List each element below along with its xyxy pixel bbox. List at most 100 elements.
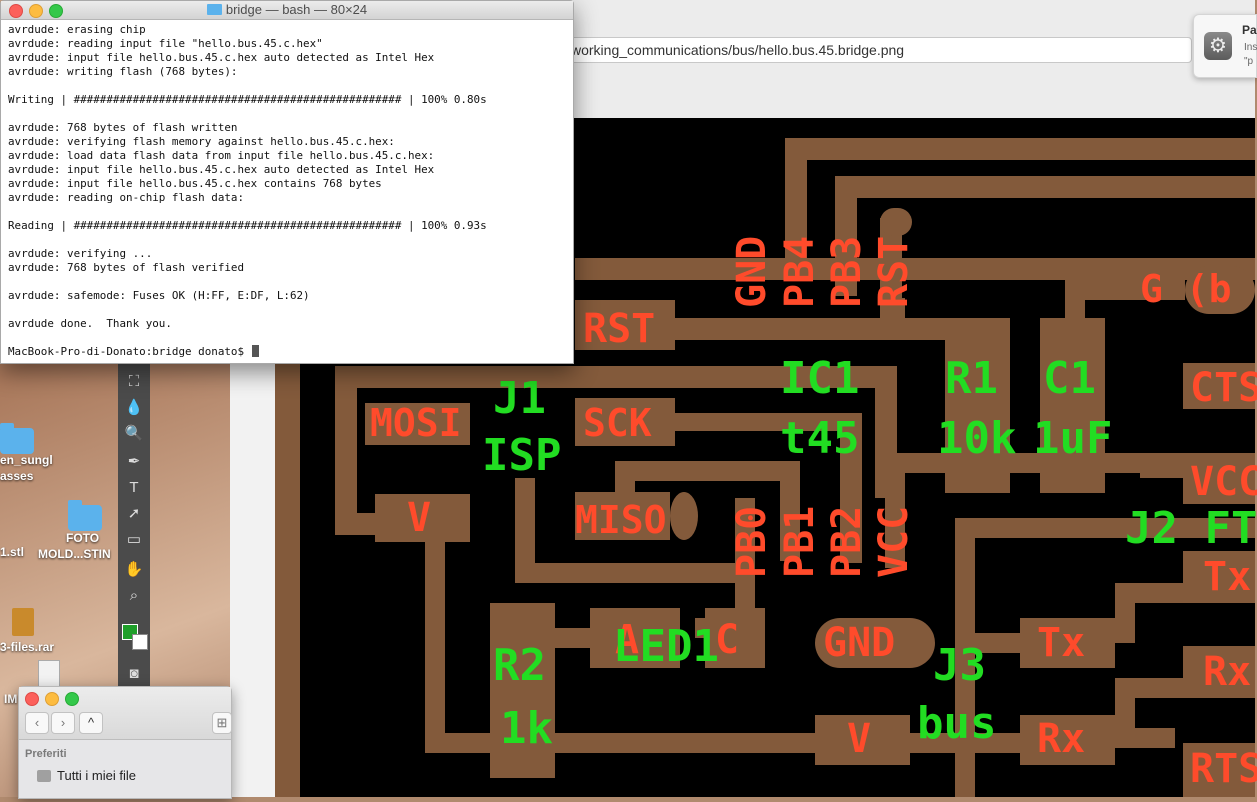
label-j1: J1 xyxy=(493,373,546,424)
notification-text: Ins xyxy=(1244,42,1257,53)
label-r1: R1 xyxy=(945,353,998,404)
pad-v-left xyxy=(375,494,470,542)
notification-text-2: "p xyxy=(1244,56,1254,67)
dxf-file-icon[interactable] xyxy=(38,660,60,688)
desktop-item-label[interactable]: MOLD...STIN xyxy=(38,547,111,561)
label-j3: J3 xyxy=(933,640,986,691)
label-pb0: PB0 xyxy=(729,506,775,578)
blur-icon[interactable]: 💧 xyxy=(124,399,144,416)
pad-r2 xyxy=(490,603,555,778)
label-pb3: PB3 xyxy=(824,236,870,308)
label-miso: MISO xyxy=(575,498,667,542)
terminal-line: avrdude: input file hello.bus.45.c.hex c… xyxy=(8,177,382,190)
forward-button[interactable]: › xyxy=(51,712,75,734)
folder-icon xyxy=(206,4,222,15)
label-gnd-top: GND xyxy=(729,236,775,308)
quick-mask-icon[interactable]: ◙ xyxy=(129,665,139,682)
zoom-button[interactable] xyxy=(65,692,79,706)
terminal-line xyxy=(8,233,568,247)
minimize-button[interactable] xyxy=(45,692,59,706)
label-mosi: MOSI xyxy=(370,401,462,445)
pad-led-a xyxy=(590,608,680,668)
terminal-line xyxy=(8,303,568,317)
rar-file-icon[interactable] xyxy=(12,608,34,636)
terminal-line: avrdude done. Thank you. xyxy=(8,317,172,330)
desktop-item-label[interactable]: IM xyxy=(4,692,18,706)
pad-cts xyxy=(1183,363,1255,409)
label-isp: ISP xyxy=(482,430,561,481)
terminal-titlebar[interactable]: bridge — bash — 80×24 xyxy=(1,1,573,20)
hand-icon[interactable]: ✋ xyxy=(124,561,144,578)
desktop-item-label[interactable]: 3-files.rar xyxy=(0,640,55,654)
close-button[interactable] xyxy=(25,692,39,706)
sidebar-section-title: Preferiti xyxy=(25,748,67,760)
terminal-line xyxy=(8,205,568,219)
path-select-icon[interactable]: ➚ xyxy=(127,505,141,522)
terminal-prompt: MacBook-Pro-di-Donato:bridge donato$ xyxy=(8,345,251,358)
desktop-item-label[interactable]: 1.stl xyxy=(0,545,25,559)
pad-v-bottom xyxy=(815,715,910,765)
label-tx-j3: Tx xyxy=(1037,620,1085,666)
photoshop-toolbar: ⛶ 💧 🔍 ✒ T ➚ ▭ ✋ ⌕ ◙ xyxy=(118,362,150,692)
pad-tx-j3 xyxy=(1020,618,1115,668)
pen-icon[interactable]: ✒ xyxy=(127,453,141,470)
back-button[interactable]: ‹ xyxy=(25,712,49,734)
pad-rx-right xyxy=(1183,646,1255,694)
desktop-item-label[interactable]: en_sungl xyxy=(0,453,53,467)
zoom-button[interactable] xyxy=(49,4,63,18)
pad-sck xyxy=(575,398,675,446)
terminal-line xyxy=(8,79,568,93)
pad-r1 xyxy=(945,318,1010,493)
terminal-line: avrdude: reading input file "hello.bus.4… xyxy=(8,37,323,50)
label-j2: J2 FT xyxy=(1125,503,1257,554)
label-pb1: PB1 xyxy=(777,506,823,578)
terminal-line xyxy=(8,331,568,345)
pad-rx-j3 xyxy=(1020,715,1115,765)
pad-gnd-mid xyxy=(815,618,935,668)
text-cursor xyxy=(251,345,259,357)
paint-bucket-icon[interactable]: ⛶ xyxy=(128,373,140,390)
desktop-item-label[interactable]: asses xyxy=(0,469,34,483)
terminal-line: avrdude: verifying flash memory against … xyxy=(8,135,395,148)
label-sck: SCK xyxy=(583,401,652,445)
minimize-button[interactable] xyxy=(29,4,43,18)
pad-mosi xyxy=(365,403,470,445)
pcb-board-svg: GND PB4 PB3 RST RST MOSI SCK MISO V PB0 … xyxy=(275,118,1257,797)
folder-icon[interactable] xyxy=(0,423,34,454)
label-bus: bus xyxy=(917,698,996,749)
label-v-bottom: V xyxy=(847,716,871,762)
pad-g-b xyxy=(1185,266,1255,314)
terminal-prompt-line[interactable]: MacBook-Pro-di-Donato:bridge donato$ xyxy=(8,345,568,359)
notification-banner[interactable]: ⚙ Pa Ins "p xyxy=(1193,14,1257,78)
label-r1-value: 10k xyxy=(937,413,1016,464)
pad-rst xyxy=(575,300,675,350)
desktop-item-label[interactable]: FOTO xyxy=(66,531,100,545)
label-tx-right: Tx xyxy=(1203,554,1251,600)
terminal-line: avrdude: erasing chip xyxy=(8,23,146,36)
finder-window[interactable]: ‹ › ^ ⊞ Preferiti Tutti i miei file xyxy=(18,686,232,799)
label-rst-pad: RST xyxy=(583,306,655,352)
folder-icon[interactable] xyxy=(68,500,102,531)
background-color-swatch[interactable] xyxy=(132,634,148,650)
zoom-icon[interactable]: ⌕ xyxy=(129,587,139,604)
label-t45: t45 xyxy=(780,413,859,464)
terminal-line: avrdude: input file hello.bus.45.c.hex a… xyxy=(8,51,435,64)
label-led-c: C xyxy=(715,617,739,663)
label-g-b: G (b xyxy=(1140,267,1232,311)
terminal-line: avrdude: reading on-chip flash data: xyxy=(8,191,245,204)
view-options-button[interactable]: ⊞ xyxy=(212,712,232,734)
label-vcc: VCC xyxy=(871,506,917,578)
path-up-button[interactable]: ^ xyxy=(79,712,103,734)
url-bar[interactable]: working_communications/bus/hello.bus.45.… xyxy=(560,37,1192,63)
type-icon[interactable]: T xyxy=(129,479,139,496)
sidebar-item-all-files[interactable]: Tutti i miei file xyxy=(57,768,136,783)
terminal-line: Reading | ##############################… xyxy=(8,219,487,232)
close-button[interactable] xyxy=(9,4,23,18)
label-cts: CTS xyxy=(1190,365,1257,411)
rectangle-icon[interactable]: ▭ xyxy=(126,531,142,548)
terminal-line: avrdude: writing flash (768 bytes): xyxy=(8,65,238,78)
dodge-icon[interactable]: 🔍 xyxy=(124,425,144,442)
terminal-line: avrdude: load data flash data from input… xyxy=(8,149,435,162)
terminal-window[interactable]: bridge — bash — 80×24 avrdude: erasing c… xyxy=(0,0,574,364)
